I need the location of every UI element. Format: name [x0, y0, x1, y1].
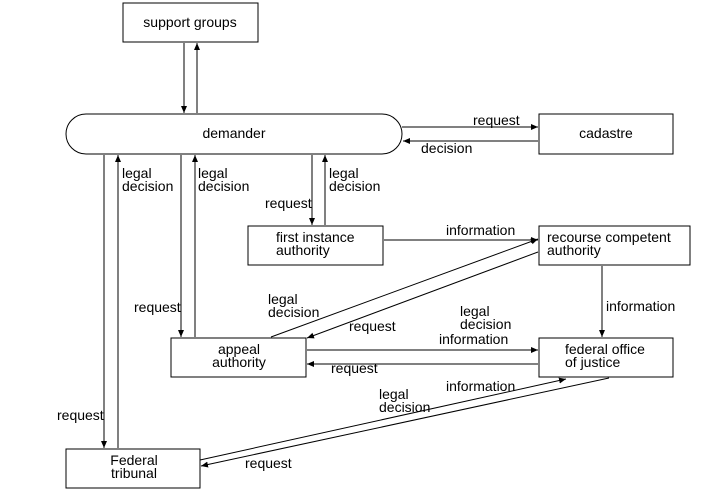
node-label-line: appeal	[218, 341, 260, 357]
node-box	[170, 337, 307, 378]
edge-label-line: request	[265, 195, 312, 211]
node-cadastre: cadastre	[538, 113, 674, 155]
node-label-line: of justice	[565, 354, 620, 370]
edge-label-line: information	[446, 222, 515, 238]
edge-label-line: decision	[198, 178, 249, 194]
edge-label-app-fed: information	[439, 331, 508, 347]
node-label-line: federal office	[565, 341, 645, 357]
edge-label-line: legal	[329, 165, 359, 181]
node-label-line: authority	[547, 242, 601, 258]
node-demander: demander	[65, 113, 403, 155]
edge-label-app-rec: request	[349, 318, 396, 334]
arrow-fed-tri	[200, 377, 610, 468]
edge-label-fi-rec: information	[446, 222, 515, 238]
node-label-line: tribunal	[111, 465, 157, 481]
edge-label-fed-app: request	[331, 360, 378, 376]
edge-label-line: request	[245, 455, 292, 471]
node-box	[65, 113, 403, 155]
nodes-layer: support groups demander cadastre first inst…	[65, 2, 691, 489]
node-label-line: recourse competent	[547, 229, 671, 245]
node-label-line: cadastre	[579, 125, 633, 141]
edge-label-dem-cad-request: request	[473, 112, 520, 128]
arrow-app-rec	[270, 238, 539, 338]
edge-label-cad-dem-decision: decision	[421, 140, 472, 156]
edge-label-line: decision	[268, 304, 319, 320]
edge-label-line: request	[349, 318, 396, 334]
node-label: cadastre	[579, 125, 633, 141]
node-label-line: first instance	[276, 229, 355, 245]
node-label: support groups	[143, 14, 236, 30]
edge-label-line: legal	[122, 165, 152, 181]
edge-label-line: request	[331, 360, 378, 376]
edge-label-dem-tri: request	[57, 407, 104, 423]
edge-label-line: legal	[379, 386, 409, 402]
node-label-line: authority	[276, 242, 330, 258]
edge-label-line: decision	[329, 178, 380, 194]
edge-label-line: information	[606, 298, 675, 314]
node-box	[538, 113, 674, 155]
edge-label-fed-tri: request	[245, 455, 292, 471]
edges-layer	[101, 43, 610, 468]
edge-label-tri-fed: information	[446, 378, 515, 394]
node-support-groups: support groups	[122, 2, 259, 43]
edge-label-dem-app: request	[134, 299, 181, 315]
edge-label-dem-fi: request	[265, 195, 312, 211]
edge-label-rec-fed: information	[606, 298, 675, 314]
node-label-line: support groups	[143, 14, 236, 30]
node-box	[247, 225, 384, 266]
edge-label-line: decision	[421, 140, 472, 156]
edge-label-line: decision	[460, 316, 511, 332]
node-label: demander	[202, 125, 265, 141]
edge-label-line: decision	[122, 178, 173, 194]
edge-label-line: information	[446, 378, 515, 394]
node-label-line: demander	[202, 125, 265, 141]
edge-label-line: request	[473, 112, 520, 128]
node-label-line: Federal	[110, 452, 157, 468]
arrow-tri-fed	[199, 377, 567, 461]
edge-label-line: decision	[379, 399, 430, 415]
edge-label-line: information	[439, 331, 508, 347]
edge-label-line: legal	[460, 303, 490, 319]
arrow-rec-app	[306, 251, 539, 339]
node-box	[122, 2, 259, 43]
edge-label-line: legal	[198, 165, 228, 181]
edge-label-line: request	[134, 299, 181, 315]
node-box	[65, 448, 201, 489]
node-box	[538, 337, 674, 378]
edge-label-line: request	[57, 407, 104, 423]
node-box	[538, 225, 691, 266]
edge-label-line: legal	[268, 291, 298, 307]
node-label-line: authority	[212, 354, 266, 370]
